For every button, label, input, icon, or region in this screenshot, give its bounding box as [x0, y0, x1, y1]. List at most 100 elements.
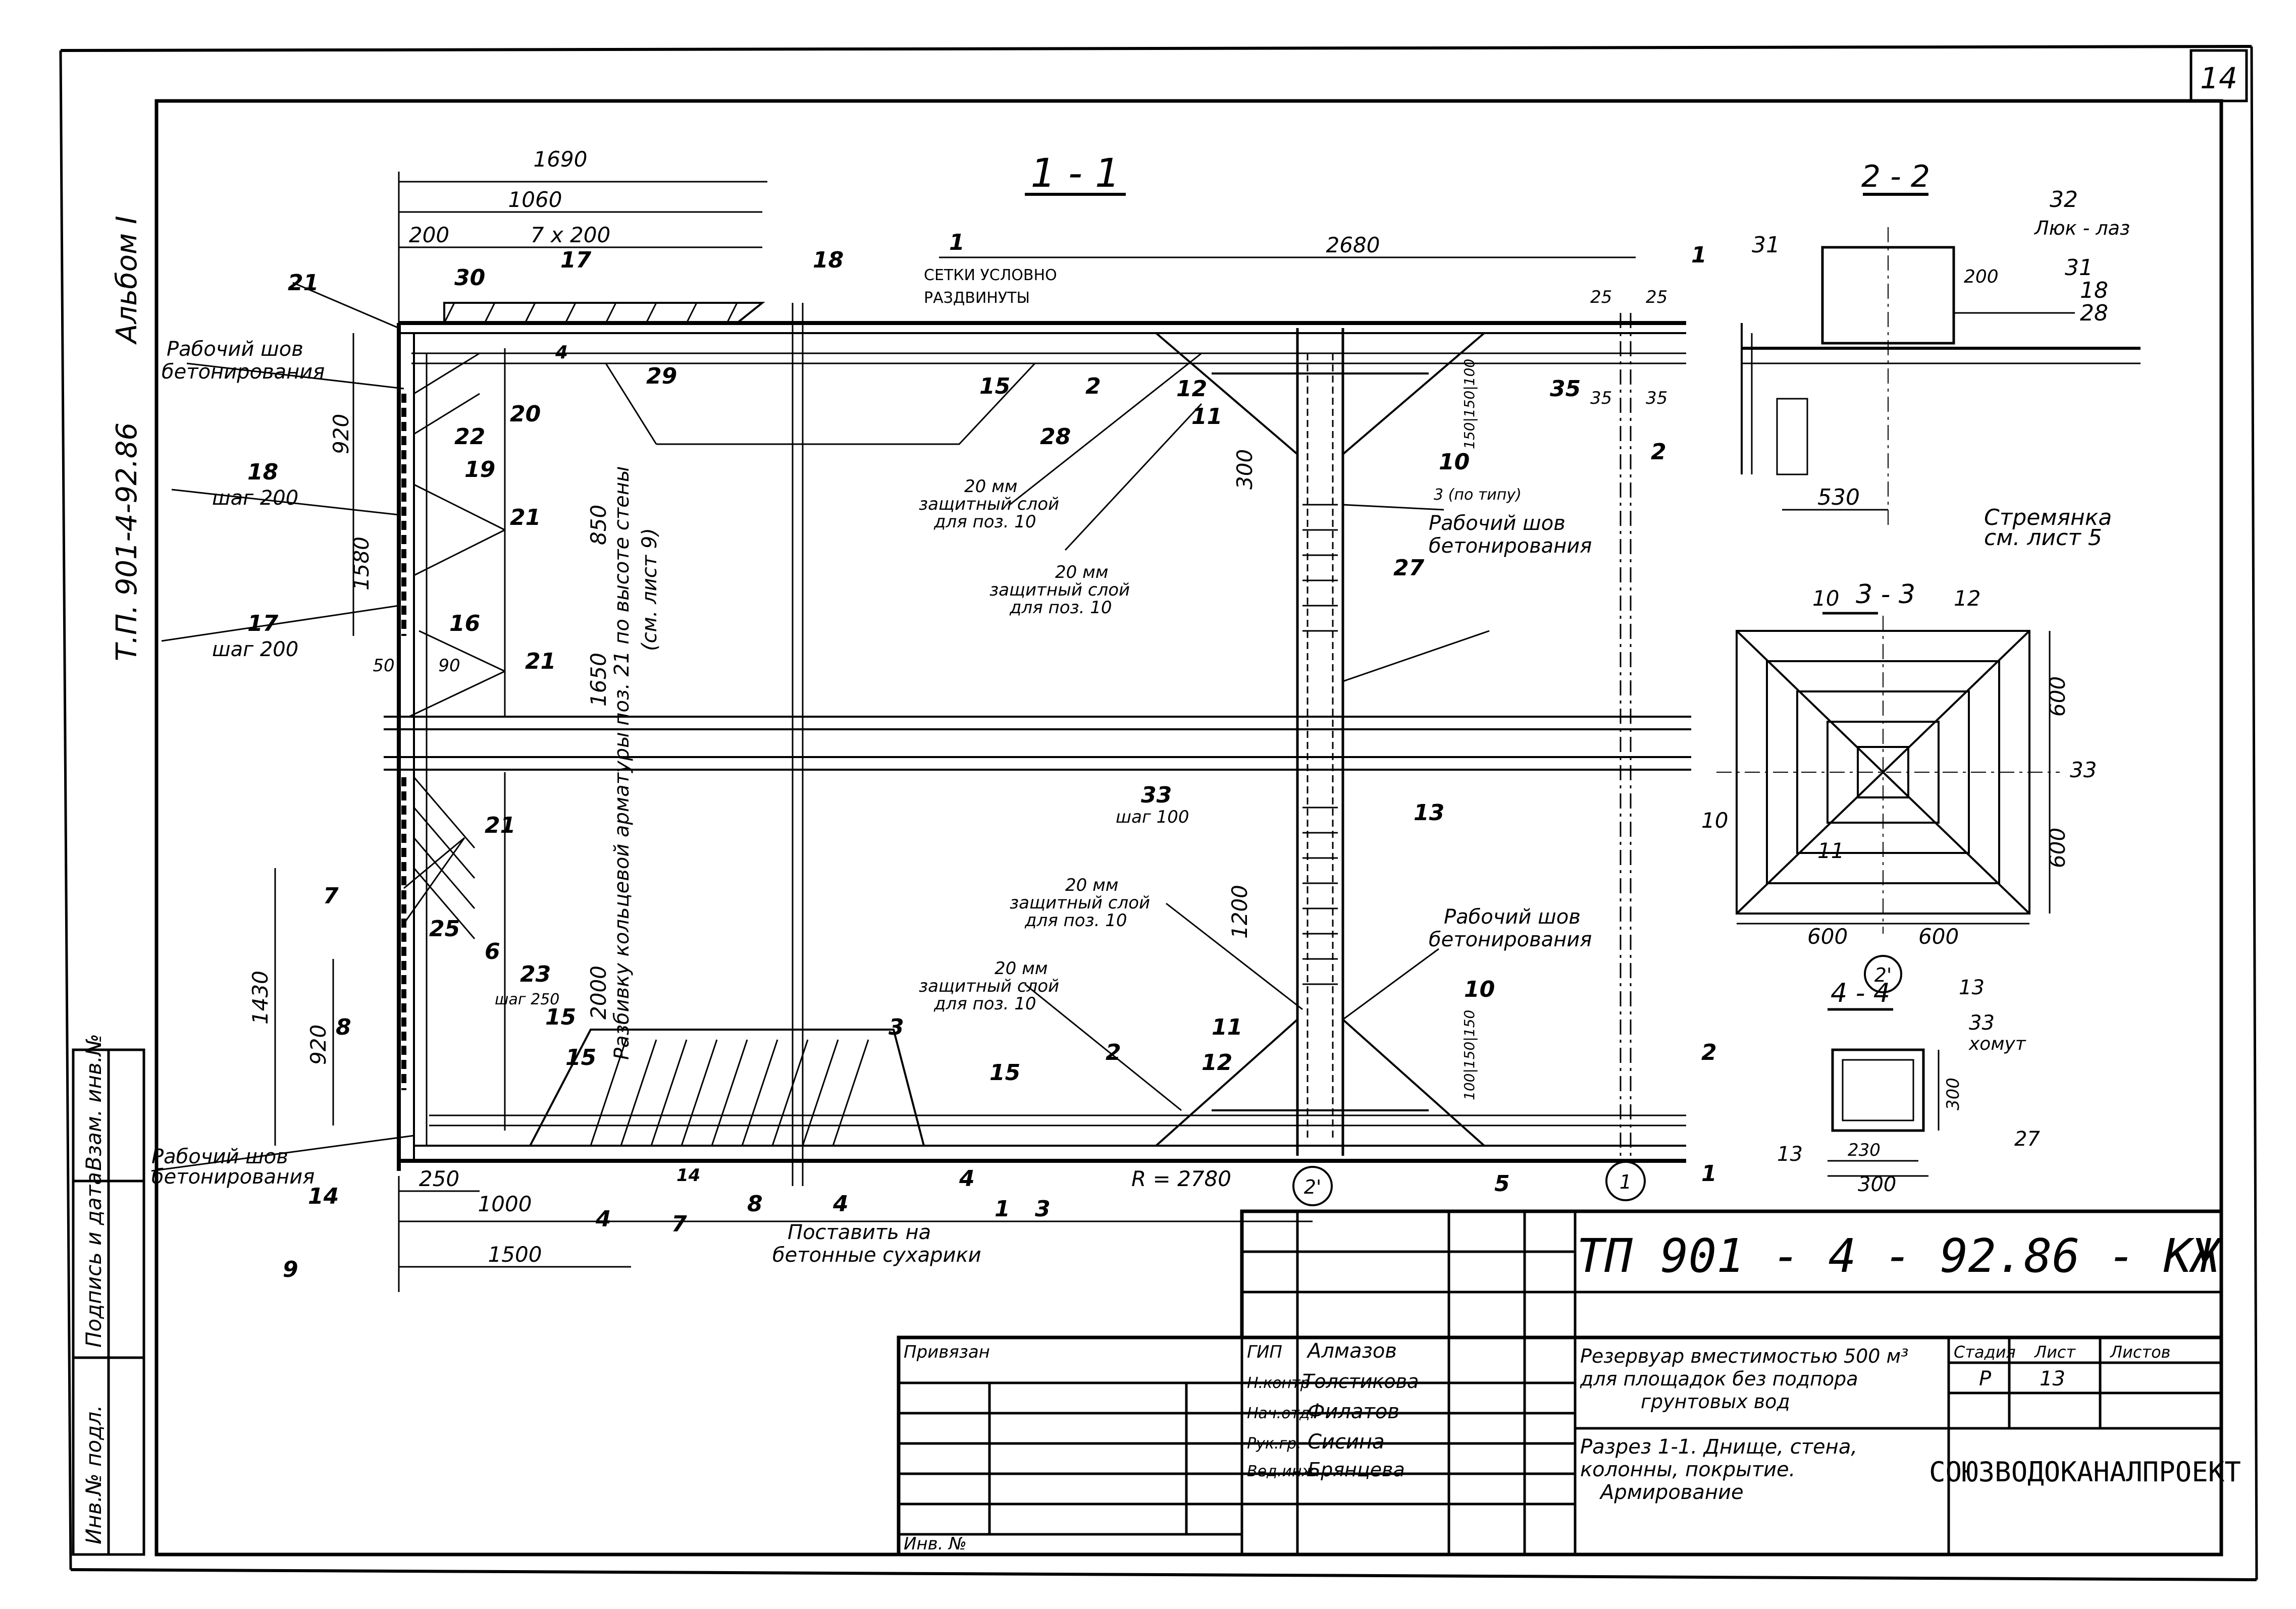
work-seam-1: Рабочий шов [167, 338, 303, 361]
role-1: Н.контр [1247, 1374, 1310, 1392]
role-2: Нач.отд. [1247, 1405, 1315, 1422]
dim-600-a: 600 [1807, 924, 1848, 949]
hatch-label: Люк - лаз [2033, 217, 2130, 239]
pos-28: 28 [1040, 424, 1071, 450]
object-line-3: грунтовых вод [1641, 1390, 1790, 1413]
pos-10-top: 10 [1439, 449, 1470, 475]
section-2-2-text: 2 - 2 Люк - лаз 32 31 31 18 28 200 530 С… [1752, 159, 2130, 551]
dim-2000: 2000 [586, 966, 611, 1020]
dim-1650: 1650 [586, 653, 611, 707]
section-4-4 [1828, 1008, 1940, 1177]
stage-header: Стадия [1954, 1343, 2016, 1362]
sheets-header: Листов [2110, 1343, 2171, 1362]
pos-10-s3b: 10 [1701, 808, 1728, 833]
dim-1500: 1500 [488, 1242, 542, 1267]
pos-27-s4: 27 [2014, 1128, 2040, 1151]
work-seam-2b: бетонирования [1429, 534, 1592, 558]
dim-300-s4b: 300 [1943, 1078, 1963, 1110]
step200-b: шаг 200 [212, 638, 298, 661]
pos-21-a: 21 [288, 270, 319, 296]
pos-20: 20 [510, 401, 541, 427]
dim-200: 200 [409, 223, 449, 247]
section-2-2 [1741, 193, 2141, 525]
work-seam-4: Рабочий шов [151, 1145, 288, 1168]
put-on-2: бетонные сухарики [772, 1244, 981, 1267]
stage-value: Р [1979, 1367, 1992, 1390]
position-markers: 1 1 1 1 2 2 2 2 3 3 4 4 4 4 5 6 7 7 8 8 … [247, 230, 1717, 1282]
pos-15-c: 15 [989, 1060, 1020, 1086]
dim-1000: 1000 [478, 1192, 532, 1216]
ring-reinf: Разбивку кольцевой арматуры поз. 21 по в… [610, 466, 634, 1060]
inv-label: Инв. № [904, 1534, 967, 1554]
pos-8-b: 8 [747, 1191, 763, 1217]
sheet-value: 13 [2040, 1367, 2065, 1390]
pos-18-c: 18 [2080, 278, 2108, 303]
pos-4-a: 4 [555, 342, 568, 363]
name-3: Сисина [1308, 1430, 1385, 1454]
pos-19: 19 [464, 457, 495, 482]
clamp-label: хомут [1968, 1034, 2026, 1054]
work-seam-1b: бетонирования [162, 360, 325, 384]
pos-13-s4a: 13 [1959, 976, 1985, 999]
pos-7-a: 7 [323, 883, 339, 909]
bound-label: Привязан [904, 1342, 990, 1362]
name-1: Толстикова [1302, 1370, 1419, 1392]
axis-1: 1 [1620, 1171, 1632, 1193]
pos-1-top: 1 [949, 230, 965, 255]
role-4: Вед.инж. [1247, 1463, 1320, 1480]
dim-1200: 1200 [1227, 885, 1252, 939]
pos-31-b: 31 [2065, 255, 2093, 281]
pos-17-a: 17 [560, 247, 592, 273]
protect-4: 20 мм [995, 958, 1048, 979]
pos-10-s3: 10 [1812, 586, 1839, 611]
pos-18-a: 18 [813, 247, 844, 273]
protect-2: 20 мм [1055, 562, 1108, 582]
pos-33: 33 [1141, 782, 1172, 808]
pos-15-a: 15 [979, 373, 1010, 399]
pos-35: 35 [1550, 376, 1581, 402]
pos-12-top: 12 [1176, 376, 1207, 402]
left-strip-replace: Взам. инв.№ [81, 1034, 106, 1171]
pos-7-b: 7 [671, 1211, 687, 1237]
section-3-3-text: 3 - 3 10 12 10 11 33 600 600 600 600 2' [1701, 579, 2097, 986]
pos-21-b: 21 [510, 505, 541, 530]
pos-31-a: 31 [1752, 232, 1780, 258]
step250: шаг 250 [495, 991, 559, 1008]
dim-300: 300 [1232, 449, 1257, 490]
pos-8-a: 8 [336, 1014, 351, 1040]
protect-1: 20 мм [964, 476, 1017, 497]
side-code: Т.П. 901-4-92.86 [111, 422, 143, 661]
dim-600-c: 600 [2045, 676, 2070, 717]
protect-4b: защитный слой [919, 976, 1059, 996]
pos-11-s3: 11 [1817, 838, 1844, 863]
put-on-1: Поставить на [788, 1221, 931, 1244]
dim-1430: 1430 [248, 971, 273, 1025]
pos-14-b: 14 [676, 1165, 700, 1186]
dim-25b: 25 [1646, 287, 1667, 307]
section-3-3 [1716, 612, 2060, 993]
org-name: СОЮЗВОДОКАНАЛПРОЕКТ [1929, 1456, 2241, 1488]
title-block-text: ТП 901 - 4 - 92.86 - КЖ Привязан Инв. № … [904, 1229, 2241, 1554]
pos-3-a: 3 [889, 1014, 904, 1040]
work-seam-4b: бетонирования [151, 1165, 315, 1189]
ring-reinf2: (см. лист 9) [638, 528, 661, 651]
pos-13: 13 [1414, 800, 1444, 826]
pos-27: 27 [1393, 555, 1425, 581]
name-4: Брянцева [1308, 1459, 1405, 1481]
pos-33-s3: 33 [2070, 758, 2097, 782]
dim-1690: 1690 [534, 147, 588, 172]
name-0: Алмазов [1306, 1339, 1397, 1363]
dim-530: 530 [1817, 485, 1860, 510]
pos-33-s4: 33 [1969, 1011, 1995, 1035]
protect-3: 20 мм [1065, 875, 1118, 895]
protect-1b: защитный слой [919, 494, 1059, 514]
protect-2c: для поз. 10 [1009, 598, 1112, 618]
protect-3b: защитный слой [1010, 893, 1150, 913]
left-strip-sign: Подпись и дата [81, 1172, 106, 1348]
pos-1-right: 1 [1691, 242, 1707, 268]
pos-15-b: 15 [545, 1004, 576, 1030]
pos-14-a: 14 [308, 1184, 339, 1209]
protect-2b: защитный слой [989, 580, 1130, 600]
pos-21-c: 21 [525, 649, 556, 674]
